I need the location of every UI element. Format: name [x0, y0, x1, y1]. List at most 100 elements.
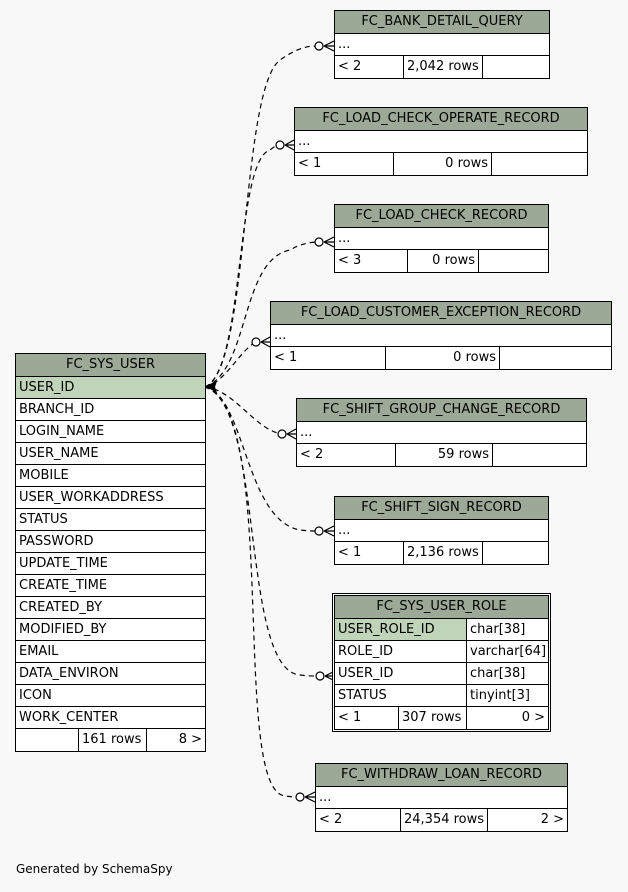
table-header: FC_LOAD_CUSTOMER_EXCEPTION_RECORD	[271, 302, 611, 325]
link-sys-user-role	[204, 386, 319, 677]
children-count: 2 >	[487, 809, 567, 831]
column-name: USER_ID	[338, 666, 394, 681]
table-fc-sys-user[interactable]: FC_SYS_USER USER_ID BRANCH_ID LOGIN_NAME…	[15, 353, 206, 752]
column-name: USER_ROLE_ID	[338, 622, 435, 637]
row-count: 2,042 rows	[403, 56, 482, 78]
link-withdraw-loan-record	[204, 386, 301, 798]
children-count: 8 >	[146, 729, 205, 751]
table-header: FC_BANK_DETAIL_QUERY	[335, 11, 549, 34]
table-footer: 161 rows 8 >	[16, 729, 205, 751]
parents-count: < 1	[298, 156, 322, 171]
crowfoot-load-check-record	[314, 237, 324, 247]
row-count: 161 rows	[78, 729, 146, 751]
column-row: ...	[271, 325, 611, 347]
column-name: ROLE_ID	[338, 644, 394, 659]
column-type: varchar[64]	[466, 641, 548, 662]
parents-count: < 2	[300, 447, 324, 462]
column-row: LOGIN_NAME	[16, 421, 205, 443]
crowfoot-withdraw-loan-record	[295, 792, 305, 802]
parents-count: < 1	[274, 350, 298, 365]
column-row: ...	[297, 422, 586, 444]
table-fc-load-check-operate-record[interactable]: FC_LOAD_CHECK_OPERATE_RECORD ... < 1 0 r…	[294, 107, 588, 176]
table-fc-load-customer-exception-record[interactable]: FC_LOAD_CUSTOMER_EXCEPTION_RECORD ... < …	[270, 301, 612, 370]
column-type: char[38]	[466, 663, 548, 684]
parents-count: < 2	[338, 59, 362, 74]
table-fc-sys-user-role[interactable]: FC_SYS_USER_ROLE USER_ROLE_ID char[38] R…	[332, 593, 551, 732]
parents-count: < 2	[319, 812, 343, 827]
table-header: FC_SHIFT_SIGN_RECORD	[335, 497, 548, 520]
column-row: ROLE_ID varchar[64]	[335, 641, 548, 663]
row-count: 2,136 rows	[403, 542, 482, 564]
children-count	[492, 444, 586, 466]
parents-count	[16, 729, 78, 751]
crowfoot-bank-detail-query	[314, 41, 324, 51]
table-fc-shift-sign-record[interactable]: FC_SHIFT_SIGN_RECORD ... < 1 2,136 rows	[334, 496, 549, 565]
column-row: CREATED_BY	[16, 597, 205, 619]
row-count: 307 rows	[398, 707, 466, 729]
children-count	[478, 250, 548, 272]
column-row: CREATE_TIME	[16, 575, 205, 597]
table-footer: < 1 307 rows 0 >	[335, 707, 548, 729]
column-row: UPDATE_TIME	[16, 553, 205, 575]
table-fc-load-check-record[interactable]: FC_LOAD_CHECK_RECORD ... < 3 0 rows	[334, 204, 549, 273]
crowfoot-load-check-operate-record	[275, 140, 285, 150]
table-header: FC_SHIFT_GROUP_CHANGE_RECORD	[297, 399, 586, 422]
column-type: tinyint[3]	[466, 685, 548, 706]
column-row: ...	[316, 787, 567, 809]
children-count	[482, 56, 549, 78]
crowfoot-shift-sign-record	[314, 526, 324, 536]
row-count: 0 rows	[385, 347, 499, 369]
column-row: ICON	[16, 685, 205, 707]
table-footer: < 2 2,042 rows	[335, 56, 549, 78]
row-count: 0 rows	[393, 153, 491, 175]
link-shift-sign-record	[204, 386, 320, 532]
table-footer: < 3 0 rows	[335, 250, 548, 272]
parents-count: < 3	[338, 253, 362, 268]
table-footer: < 2 24,354 rows 2 >	[316, 809, 567, 831]
crowfoot-load-customer-exception-record	[251, 337, 261, 347]
crowfoot-shift-group-change-record	[277, 429, 287, 439]
column-row: USER_ID char[38]	[335, 663, 548, 685]
table-footer: < 1 0 rows	[295, 153, 587, 175]
column-row: DATA_ENVIRON	[16, 663, 205, 685]
column-row: MOBILE	[16, 465, 205, 487]
column-row: ...	[335, 520, 548, 542]
column-row: WORK_CENTER	[16, 707, 205, 729]
column-row: BRANCH_ID	[16, 399, 205, 421]
table-footer: < 2 59 rows	[297, 444, 586, 466]
column-row: EMAIL	[16, 641, 205, 663]
row-count: 0 rows	[407, 250, 478, 272]
column-row: USER_ID	[16, 377, 205, 399]
table-header: FC_LOAD_CHECK_OPERATE_RECORD	[295, 108, 587, 131]
table-fc-withdraw-loan-record[interactable]: FC_WITHDRAW_LOAN_RECORD ... < 2 24,354 r…	[315, 763, 568, 832]
column-row: USER_ROLE_ID char[38]	[335, 619, 548, 641]
link-load-customer-exception-record	[204, 341, 257, 388]
parents-count: < 1	[338, 710, 362, 725]
column-row: ...	[295, 131, 587, 153]
column-row: ...	[335, 34, 549, 56]
parents-count: < 1	[338, 545, 362, 560]
children-count	[499, 347, 611, 369]
table-header: FC_WITHDRAW_LOAN_RECORD	[316, 764, 567, 787]
column-row: USER_NAME	[16, 443, 205, 465]
table-fc-bank-detail-query[interactable]: FC_BANK_DETAIL_QUERY ... < 2 2,042 rows	[334, 10, 550, 79]
column-row: MODIFIED_BY	[16, 619, 205, 641]
column-row: STATUS	[16, 509, 205, 531]
column-name: STATUS	[338, 688, 387, 703]
row-count: 24,354 rows	[400, 809, 487, 831]
table-footer: < 1 0 rows	[271, 347, 611, 369]
column-row: STATUS tinyint[3]	[335, 685, 548, 707]
table-header: FC_SYS_USER_ROLE	[335, 596, 548, 619]
table-footer: < 1 2,136 rows	[335, 542, 548, 564]
crowfoot-sys-user-role	[315, 671, 325, 681]
link-bank-detail-query	[204, 45, 320, 388]
children-count	[491, 153, 587, 175]
children-count	[482, 542, 548, 564]
column-type: char[38]	[466, 619, 548, 640]
table-fc-shift-group-change-record[interactable]: FC_SHIFT_GROUP_CHANGE_RECORD ... < 2 59 …	[296, 398, 587, 467]
table-header: FC_SYS_USER	[16, 354, 205, 377]
column-row: PASSWORD	[16, 531, 205, 553]
column-row: ...	[335, 228, 548, 250]
column-row: USER_WORKADDRESS	[16, 487, 205, 509]
